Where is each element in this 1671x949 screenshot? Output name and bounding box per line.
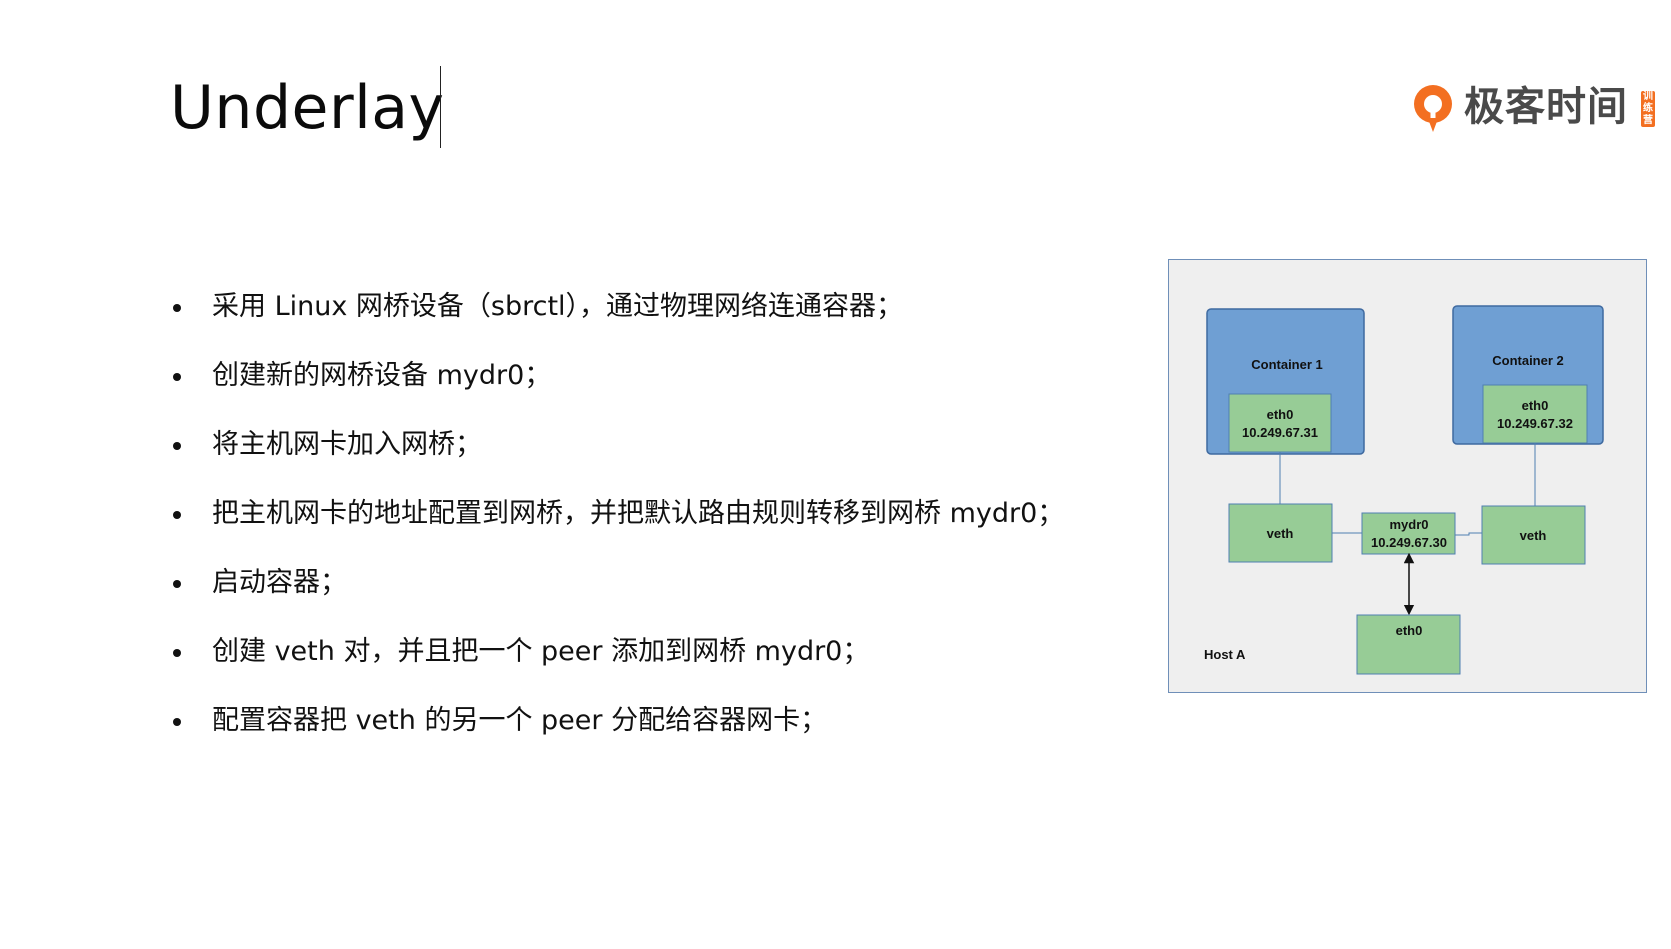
bullet-text: 启动容器；: [212, 567, 347, 598]
bullet-dot: [173, 511, 181, 519]
bullet-list: 采用 Linux 网桥设备（sbrctl），通过物理网络连通容器； 创建新的网桥…: [170, 278, 1064, 761]
veth-left-box: [1228, 503, 1333, 563]
bullet-text: 创建新的网桥设备 mydr0；: [212, 360, 552, 391]
bullet-item: 把主机网卡的地址配置到网桥，并把默认路由规则转移到网桥 mydr0；: [170, 485, 1064, 554]
bullet-text: 将主机网卡加入网桥；: [212, 429, 482, 460]
bridge-name: mydr0: [1389, 517, 1428, 532]
bullet-dot: [173, 580, 181, 588]
network-diagram: Container 1 eth0 10.249.67.31 Container …: [1168, 259, 1647, 693]
logo: 极客时间 训练营: [1410, 80, 1660, 136]
container1-iface: eth0: [1267, 407, 1294, 422]
host-label: Host A: [1204, 647, 1246, 662]
bullet-dot: [173, 718, 181, 726]
bullet-text: 创建 veth 对，并且把一个 peer 添加到网桥 mydr0；: [212, 636, 870, 667]
host-eth0-label: eth0: [1396, 623, 1423, 638]
logo-tag: 训练营: [1641, 91, 1655, 127]
logo-text: 极客时间: [1464, 84, 1628, 130]
link-bridge-veth-right: [1455, 532, 1482, 536]
bullet-dot: [173, 304, 181, 312]
bullet-dot: [173, 442, 181, 450]
veth-right-box: [1481, 505, 1586, 565]
bridge-ip: 10.249.67.30: [1371, 535, 1447, 550]
bullet-text: 配置容器把 veth 的另一个 peer 分配给容器网卡；: [212, 705, 828, 736]
container1-title: Container 1: [1251, 357, 1323, 372]
bullet-item: 配置容器把 veth 的另一个 peer 分配给容器网卡；: [170, 692, 1064, 761]
host-eth0-box: [1356, 614, 1461, 675]
bullet-item: 创建 veth 对，并且把一个 peer 添加到网桥 mydr0；: [170, 623, 1064, 692]
container2-title: Container 2: [1492, 353, 1564, 368]
bullet-item: 采用 Linux 网桥设备（sbrctl），通过物理网络连通容器；: [170, 278, 1064, 347]
veth-left-label: veth: [1267, 526, 1294, 541]
container1-eth0-box: [1228, 393, 1332, 453]
container2-iface: eth0: [1522, 398, 1549, 413]
container2-eth0-box: [1482, 384, 1588, 444]
bullet-item: 启动容器；: [170, 554, 1064, 623]
veth-right-label: veth: [1520, 528, 1547, 543]
bullet-text: 把主机网卡的地址配置到网桥，并把默认路由规则转移到网桥 mydr0；: [212, 498, 1065, 529]
bullet-dot: [173, 649, 181, 657]
slide-title: Underlay: [170, 73, 445, 143]
bullet-text: 采用 Linux 网桥设备（sbrctl），通过物理网络连通容器；: [212, 291, 904, 322]
network-diagram-svg: Container 1 eth0 10.249.67.31 Container …: [1204, 305, 1604, 675]
container1-ip: 10.249.67.31: [1242, 425, 1318, 440]
bullet-item: 创建新的网桥设备 mydr0；: [170, 347, 1064, 416]
bullet-item: 将主机网卡加入网桥；: [170, 416, 1064, 485]
text-cursor: [440, 66, 441, 148]
bullet-dot: [173, 373, 181, 381]
geektime-logo-icon: [1414, 85, 1452, 132]
container2-ip: 10.249.67.32: [1497, 416, 1573, 431]
logo-tag-text: 训练营: [1643, 91, 1653, 126]
